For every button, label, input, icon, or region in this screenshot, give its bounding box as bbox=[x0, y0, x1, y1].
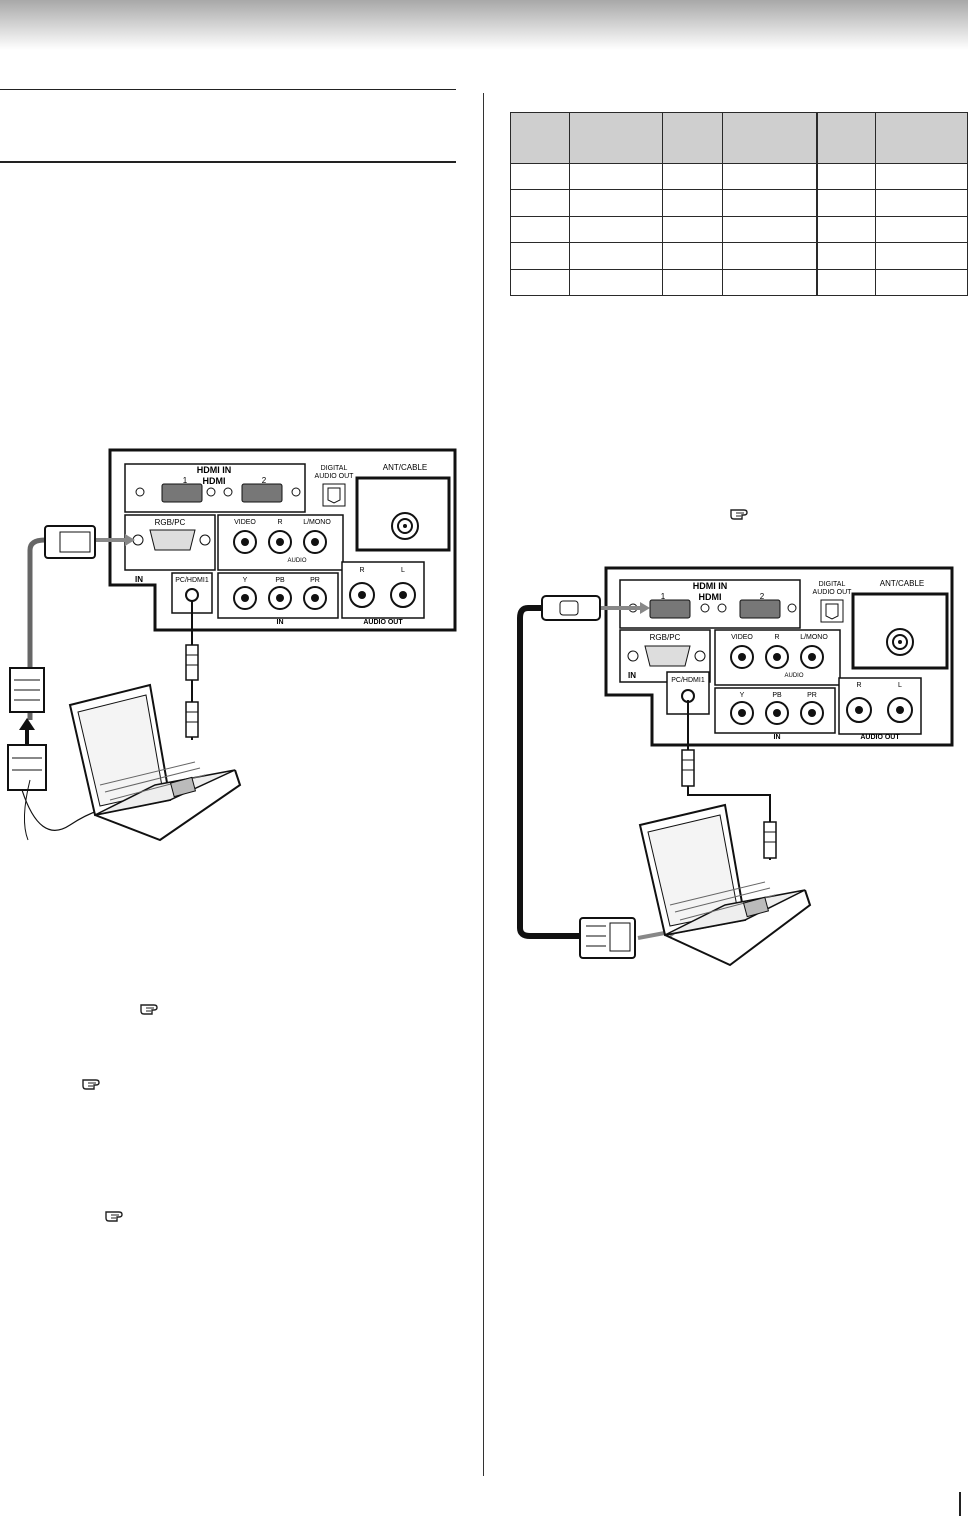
component-in-label: IN bbox=[774, 734, 781, 741]
pointing-hand-icon bbox=[105, 1211, 123, 1222]
pointing-hand-icon bbox=[82, 1079, 100, 1090]
table-row bbox=[510, 242, 968, 270]
audio-out-r-label: R bbox=[359, 567, 364, 574]
pointing-hand-icon bbox=[730, 509, 748, 520]
ant-cable-label: ANT/CABLE bbox=[880, 579, 924, 588]
section-rule-bottom bbox=[0, 161, 456, 163]
hdmi-1-label: 1 bbox=[661, 592, 666, 601]
table-row bbox=[510, 268, 968, 297]
pc-hdmi1-label: PC/HDMI1 bbox=[175, 577, 209, 584]
page-header-band bbox=[0, 0, 968, 50]
component-in-label: IN bbox=[277, 619, 284, 626]
table-row bbox=[510, 189, 968, 217]
audio-sublabel: AUDIO bbox=[784, 673, 803, 679]
hdmi-2-label: 2 bbox=[262, 476, 267, 485]
video-label: VIDEO bbox=[234, 519, 256, 526]
ant-cable-label: ANT/CABLE bbox=[383, 463, 427, 472]
audio-out-l-label: L bbox=[401, 567, 405, 574]
audio-r-label: R bbox=[277, 519, 282, 526]
audio-out-label: AUDIO OUT bbox=[363, 619, 403, 626]
l-mono-label: L/MONO bbox=[800, 634, 828, 641]
rgb-in-label: IN bbox=[135, 575, 143, 584]
section-rule-top bbox=[0, 89, 456, 90]
digital-label: DIGITAL bbox=[321, 465, 348, 472]
pr-label: PR bbox=[310, 577, 320, 584]
audio-out-digital-label: AUDIO OUT bbox=[813, 589, 853, 596]
audio-r-label: R bbox=[774, 634, 779, 641]
table-header-row bbox=[510, 112, 968, 164]
table-row bbox=[510, 162, 968, 191]
y-label: Y bbox=[740, 692, 745, 699]
video-label: VIDEO bbox=[731, 634, 753, 641]
hdmi-2-label: 2 bbox=[760, 592, 765, 601]
audio-out-l-label: L bbox=[898, 682, 902, 689]
rgb-pc-label: RGB/PC bbox=[650, 633, 681, 642]
pointing-hand-icon bbox=[140, 1004, 158, 1015]
y-label: Y bbox=[243, 577, 248, 584]
hdmi-logo: HDMI bbox=[699, 592, 722, 602]
pr-label: PR bbox=[807, 692, 817, 699]
l-mono-label: L/MONO bbox=[303, 519, 331, 526]
hdmi-in-label: HDMI IN bbox=[693, 581, 728, 591]
audio-out-label: AUDIO OUT bbox=[860, 734, 900, 741]
page-number-tick bbox=[959, 1492, 961, 1516]
rgb-pc-connection-diagram: HDMI IN HDMI 1 2 DIGITAL AUDIO OUT ANT/C… bbox=[7, 448, 457, 842]
column-divider bbox=[483, 93, 484, 1476]
table-row bbox=[510, 215, 968, 244]
digital-label: DIGITAL bbox=[819, 581, 846, 588]
hdmi-logo: HDMI bbox=[203, 476, 226, 486]
hdmi-connection-diagram: HDMI IN HDMI 1 2 DIGITAL AUDIO OUT ANT/C… bbox=[517, 566, 954, 967]
pb-label: PB bbox=[275, 577, 285, 584]
pc-hdmi1-label: PC/HDMI1 bbox=[671, 677, 705, 684]
signal-table bbox=[510, 112, 968, 297]
rgb-pc-label: RGB/PC bbox=[155, 518, 186, 527]
audio-out-digital-label: AUDIO OUT bbox=[315, 473, 355, 480]
audio-out-r-label: R bbox=[856, 682, 861, 689]
hdmi-in-label: HDMI IN bbox=[197, 465, 232, 475]
rgb-in-label: IN bbox=[628, 671, 636, 680]
pb-label: PB bbox=[772, 692, 782, 699]
audio-sublabel: AUDIO bbox=[287, 558, 306, 564]
hdmi-1-label: 1 bbox=[183, 476, 188, 485]
